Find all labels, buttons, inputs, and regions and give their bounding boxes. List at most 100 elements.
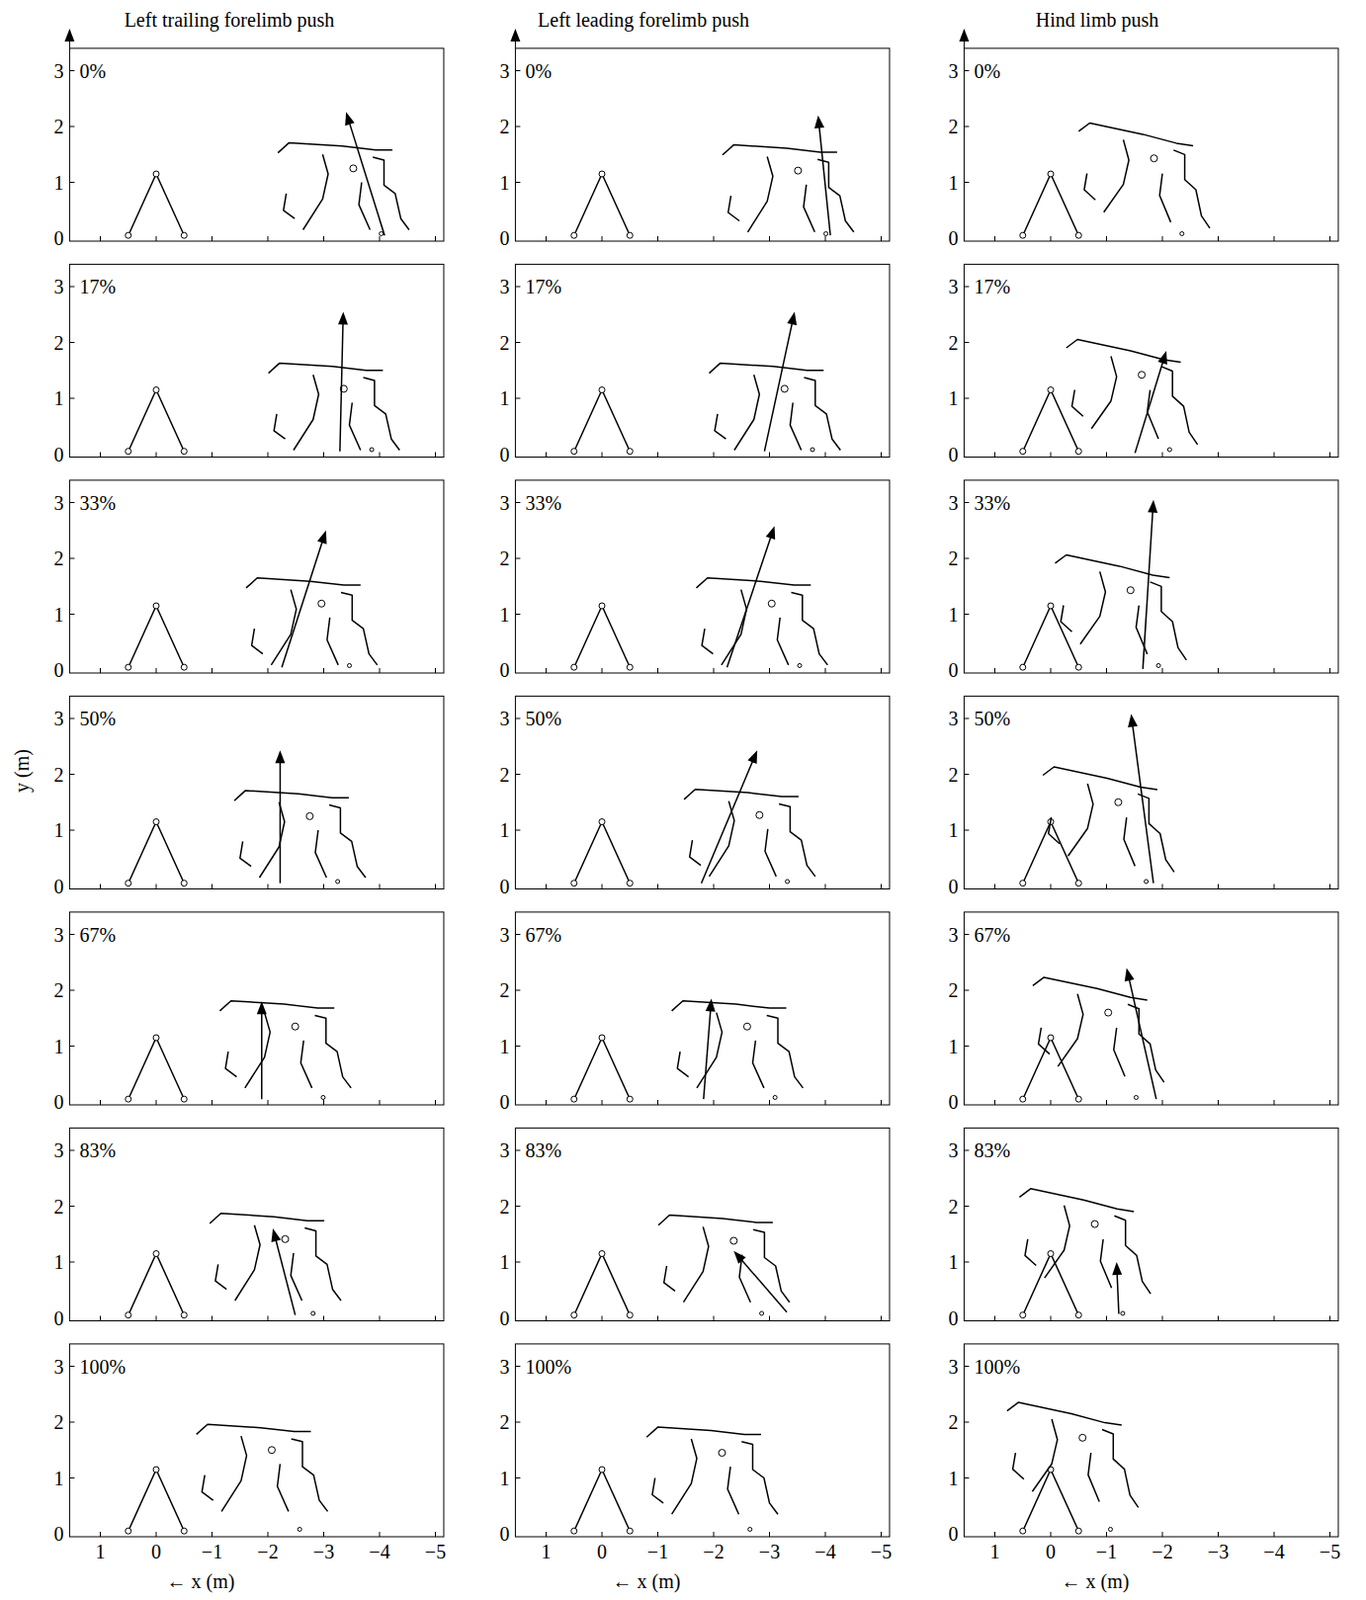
ground-point — [760, 1311, 765, 1316]
body-segment — [327, 617, 339, 666]
x-tick — [994, 236, 996, 242]
x-tick-label: −1 — [647, 1541, 669, 1562]
joint-marker — [1047, 170, 1054, 177]
x-tick-label: −1 — [1096, 1541, 1117, 1562]
y-tick — [963, 990, 969, 992]
body-segment — [739, 1255, 751, 1303]
x-tick — [713, 1100, 715, 1106]
y-tick-label: 1 — [499, 1252, 510, 1273]
force-vector — [1132, 723, 1154, 883]
x-tick — [657, 236, 659, 242]
y-tick — [69, 1422, 75, 1424]
y-tick — [69, 502, 75, 504]
x-tick — [434, 1316, 436, 1322]
x-tick — [1106, 884, 1108, 890]
x-tick — [825, 1100, 827, 1106]
triangle-figure — [128, 1469, 185, 1532]
x-tick — [323, 1100, 325, 1106]
center-of-mass — [281, 1235, 289, 1243]
panel-frame — [963, 695, 1339, 889]
y-tick — [69, 1150, 75, 1152]
joint-marker — [1020, 232, 1026, 239]
x-tick — [323, 1316, 325, 1322]
y-tick-label: 1 — [947, 604, 958, 625]
triangle-figure — [574, 1254, 631, 1316]
force-vector-head — [766, 525, 776, 540]
y-tick — [69, 398, 75, 400]
panel-frame — [514, 912, 890, 1106]
x-tick — [1329, 236, 1331, 242]
x-tick — [99, 236, 101, 242]
y-tick — [963, 181, 969, 183]
y-tick-label: 3 — [499, 925, 510, 945]
phase-percent: 67% — [973, 925, 1011, 945]
y-tick — [963, 718, 969, 720]
y-tick — [963, 773, 969, 775]
joint-marker — [626, 448, 633, 455]
phase-percent: 17% — [524, 276, 562, 297]
column-title: Left trailing forelimb push — [124, 9, 336, 30]
x-tick — [211, 236, 213, 242]
force-vector — [281, 539, 324, 668]
x-tick-label: −5 — [870, 1541, 892, 1562]
y-tick — [963, 286, 969, 288]
x-tick — [434, 236, 436, 242]
triangle-figure — [128, 1037, 185, 1100]
triangle-figure — [128, 1254, 185, 1316]
body-segment — [1091, 356, 1117, 429]
x-tick — [1050, 1532, 1052, 1537]
joint-marker — [1075, 1528, 1082, 1535]
x-tick — [156, 1316, 158, 1322]
ground-point — [748, 1527, 753, 1532]
x-tick — [267, 1100, 269, 1106]
x-tick — [1106, 1316, 1108, 1322]
phase-percent: 33% — [79, 493, 116, 513]
body-segment — [1102, 1430, 1139, 1509]
x-tick — [713, 1532, 715, 1537]
x-tick — [323, 236, 325, 242]
y-tick-label: 0 — [947, 1092, 958, 1112]
joint-marker — [180, 232, 187, 239]
y-tick-label: 0 — [947, 876, 958, 897]
joint-marker — [571, 1096, 578, 1103]
y-tick-label: 2 — [53, 548, 64, 569]
y-tick-label: 2 — [499, 980, 510, 1001]
y-tick-label: 3 — [53, 61, 64, 82]
y-tick — [514, 181, 520, 183]
center-of-mass — [743, 1023, 751, 1030]
y-tick — [963, 70, 969, 72]
x-tick — [1162, 1316, 1164, 1322]
y-tick — [514, 286, 520, 288]
force-vector — [764, 321, 792, 451]
x-tick — [1274, 452, 1276, 458]
joint-marker — [598, 387, 605, 394]
x-tick — [1217, 1100, 1219, 1106]
body-segment — [714, 414, 726, 439]
joint-marker — [1075, 448, 1082, 455]
y-tick — [514, 1477, 520, 1479]
joint-marker — [153, 819, 160, 826]
triangle-figure — [574, 1037, 631, 1100]
y-tick — [963, 1477, 969, 1479]
body-segment — [1068, 783, 1094, 856]
x-tick — [1274, 1316, 1276, 1322]
x-tick — [825, 668, 827, 674]
x-tick — [825, 884, 827, 890]
force-vector-head — [338, 311, 348, 325]
x-tick — [434, 884, 436, 890]
x-tick — [99, 1100, 101, 1106]
center-of-mass — [1138, 371, 1146, 379]
panel-frame — [514, 695, 890, 889]
y-tick — [69, 558, 75, 560]
y-tick-label: 0 — [947, 444, 958, 465]
x-tick — [601, 884, 603, 890]
x-tick — [156, 884, 158, 890]
y-tick-label: 2 — [53, 116, 64, 137]
body-segment — [1084, 173, 1096, 201]
y-tick-label: 3 — [947, 276, 958, 297]
x-tick — [1050, 668, 1052, 674]
center-of-mass — [306, 812, 314, 820]
y-tick-label: 2 — [947, 765, 958, 785]
x-tick — [768, 884, 770, 890]
